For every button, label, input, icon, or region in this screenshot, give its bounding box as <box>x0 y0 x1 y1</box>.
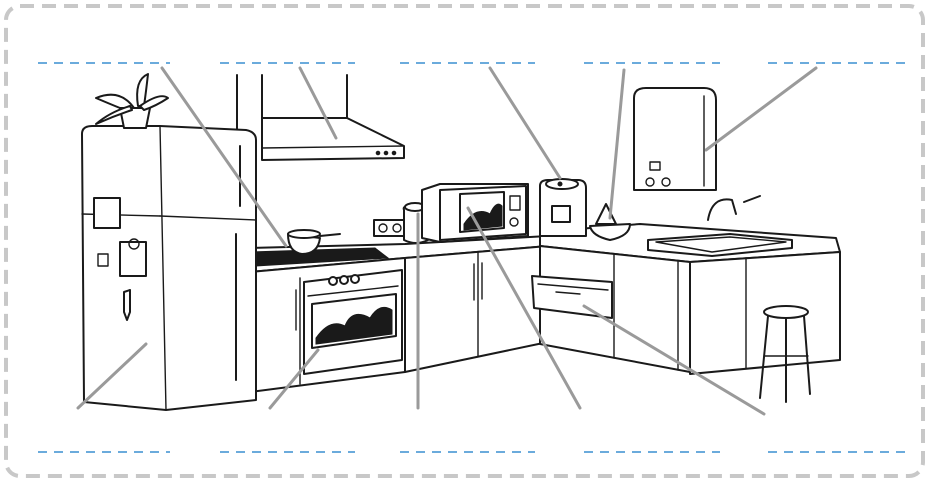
cooker-hood <box>237 75 404 160</box>
boiler <box>634 88 716 190</box>
wall-sockets <box>374 220 406 236</box>
leader-top-3 <box>490 68 560 178</box>
oven <box>304 270 402 374</box>
coffee-machine <box>540 179 586 236</box>
leader-top-5 <box>706 68 816 150</box>
microwave <box>422 184 528 242</box>
fridge <box>82 126 256 410</box>
plant <box>96 74 168 128</box>
leader-top-4 <box>610 70 624 218</box>
